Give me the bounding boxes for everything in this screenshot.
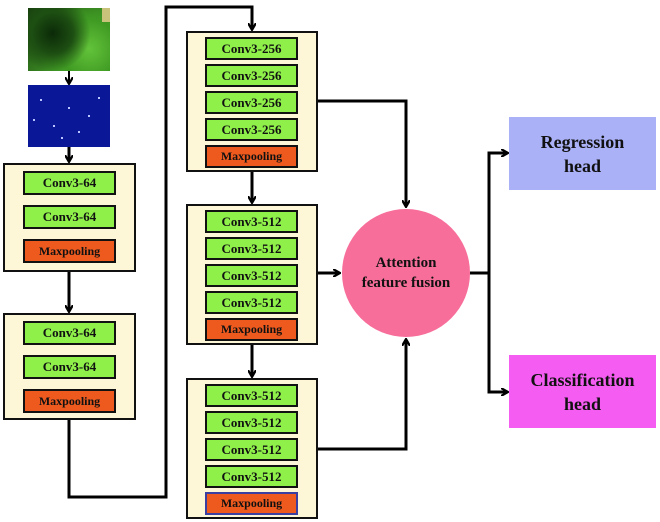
classification-head: Classification head bbox=[509, 355, 656, 428]
conv-layer: Conv3-512 bbox=[205, 465, 298, 488]
conv-layer: Conv3-256 bbox=[205, 118, 298, 141]
fusion-label-line1: Attention bbox=[375, 255, 437, 271]
arrow-block2-to-block3 bbox=[67, 5, 252, 499]
regression-head: Regression head bbox=[509, 117, 656, 190]
classification-head-label-line2: head bbox=[563, 393, 601, 414]
conv-layer: Conv3-64 bbox=[23, 321, 116, 345]
input-rgb-image bbox=[28, 8, 110, 71]
conv-block-3: Conv3-256 Conv3-256 Conv3-256 Conv3-256 … bbox=[186, 31, 318, 172]
conv-layer: Conv3-256 bbox=[205, 64, 298, 87]
conv-layer: Conv3-512 bbox=[205, 237, 298, 260]
conv-layer: Conv3-512 bbox=[205, 291, 298, 314]
maxpooling-layer: Maxpooling bbox=[23, 239, 116, 263]
classification-head-label-line1: Classification bbox=[530, 369, 635, 390]
conv-layer: Conv3-512 bbox=[205, 264, 298, 287]
arrow-block5-to-fusion bbox=[318, 340, 406, 451]
conv-layer: Conv3-512 bbox=[205, 411, 298, 434]
maxpooling-layer: Maxpooling bbox=[205, 492, 298, 515]
conv-layer: Conv3-512 bbox=[205, 384, 298, 407]
regression-head-label-line2: head bbox=[563, 155, 601, 176]
conv-layer: Conv3-512 bbox=[205, 210, 298, 233]
maxpooling-layer: Maxpooling bbox=[23, 389, 116, 413]
maxpooling-layer: Maxpooling bbox=[205, 145, 298, 168]
arrow-block3-to-fusion bbox=[318, 99, 406, 206]
regression-head-label-line1: Regression bbox=[540, 131, 625, 152]
conv-block-1: Conv3-64 Conv3-64 Maxpooling bbox=[3, 163, 136, 272]
conv-layer: Conv3-256 bbox=[205, 37, 298, 60]
conv-layer: Conv3-512 bbox=[205, 438, 298, 461]
conv-layer: Conv3-64 bbox=[23, 355, 116, 379]
arrow-to-classification-head bbox=[487, 273, 507, 392]
conv-block-2: Conv3-64 Conv3-64 Maxpooling bbox=[3, 313, 136, 420]
arrow-to-regression-head bbox=[487, 153, 507, 273]
conv-block-4: Conv3-512 Conv3-512 Conv3-512 Conv3-512 … bbox=[186, 204, 318, 345]
fusion-label-line2: feature fusion bbox=[361, 275, 451, 291]
conv-layer: Conv3-64 bbox=[23, 171, 116, 195]
maxpooling-layer: Maxpooling bbox=[205, 318, 298, 341]
conv-block-5: Conv3-512 Conv3-512 Conv3-512 Conv3-512 … bbox=[186, 378, 318, 519]
conv-layer: Conv3-256 bbox=[205, 91, 298, 114]
conv-layer: Conv3-64 bbox=[23, 205, 116, 229]
input-density-map-image bbox=[28, 85, 110, 147]
attention-feature-fusion-node: Attention feature fusion bbox=[342, 209, 470, 337]
